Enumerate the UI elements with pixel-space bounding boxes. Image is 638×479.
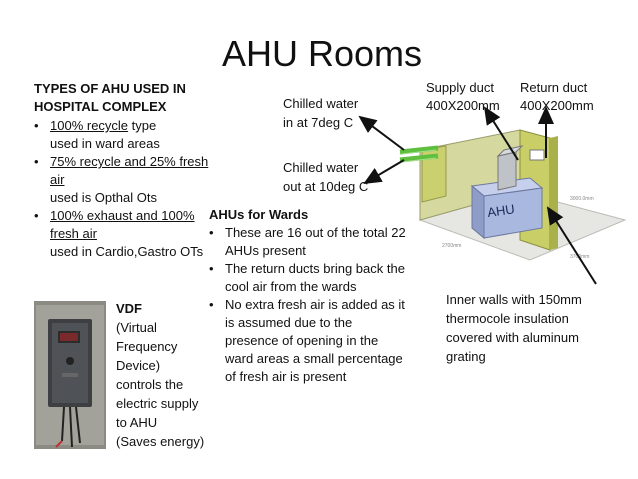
supply-duct-label: Supply duct 400X200mm [426, 80, 500, 113]
wards-heading: AHUs for Wards [209, 207, 309, 222]
ahu-types-heading: TYPES OF AHU USED IN HOSPITAL COMPLEX [34, 81, 186, 114]
chilled-water-in-label: Chilled water in at 7deg C [283, 96, 359, 130]
list-item: No extra fresh air is added as it is ass… [209, 296, 409, 386]
dim-width: 2700mm [442, 243, 461, 249]
wards-list: These are 16 out of the total 22 AHUs pr… [209, 224, 409, 386]
dim-depth: 3700mm [570, 254, 589, 260]
list-item: The return ducts bring back the cool air… [209, 260, 409, 296]
slide-title: AHU Rooms [222, 33, 423, 74]
inner-walls-note: Inner walls with 150mm thermocole insula… [446, 292, 582, 364]
dim-height: 3000.0mm [570, 196, 594, 202]
chilled-water-out-label: Chilled water out at 10deg C [283, 160, 369, 194]
ahu-room-diagram: AHU 3000.0mm 2700mm 3700mm [399, 129, 627, 261]
list-item: These are 16 out of the total 22 AHUs pr… [209, 224, 409, 260]
vdf-photo [34, 301, 106, 449]
vdf-description: VDF (Virtual Frequency Device) controls … [116, 301, 205, 449]
ahu-label: AHU [486, 201, 515, 220]
